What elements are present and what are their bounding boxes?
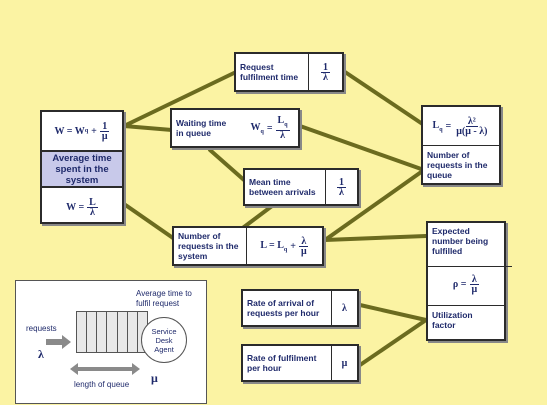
queue-slot <box>97 312 108 352</box>
connector-waiting-to-mean <box>208 148 246 182</box>
service-desk-agent: Service Desk Agent <box>141 317 187 363</box>
requests-arrow <box>46 335 71 349</box>
utilization-factor-label: Utilization factor <box>432 310 473 330</box>
w2-num: L <box>87 196 98 208</box>
connector-w-to-number <box>122 202 175 240</box>
l-sub: q <box>283 246 288 253</box>
number-in-system-label: Number of requests in the system <box>178 231 239 261</box>
fulfilment-rate-symbol: μ <box>331 346 357 380</box>
w-plus: + <box>91 125 97 137</box>
l-lhs: L = L <box>260 239 284 251</box>
w-num: 1 <box>100 120 110 132</box>
wq-lhs: W <box>250 121 261 133</box>
queue-slot <box>77 312 88 352</box>
legend-requests: requests <box>26 324 57 333</box>
mean-time-label: Mean time between arrivals <box>249 177 316 197</box>
queue-slot <box>127 312 138 352</box>
legend-queue-length: length of queue <box>74 380 130 389</box>
connector-w-to-request <box>122 70 238 128</box>
arrival-rate-symbol: λ <box>331 291 357 325</box>
wq-sub: q <box>260 128 264 135</box>
lq-num: λ² <box>465 115 478 127</box>
w-sub: q <box>84 128 89 134</box>
waiting-time-label: Waiting time in queue <box>176 118 227 138</box>
lq-eq: = <box>445 120 452 132</box>
mt-num: 1 <box>337 176 346 188</box>
wq-num-sub: q <box>284 122 288 128</box>
connector-number-to-L <box>323 168 426 242</box>
connector-request-to-L <box>343 70 426 127</box>
rho-lhs: ρ = <box>452 278 467 290</box>
legend-avg-time: Average time to fulfil request <box>136 289 192 308</box>
queue-legend: Average time to fulfil request requests … <box>15 280 207 404</box>
lq-sub: q <box>439 126 443 133</box>
connector-fulfil-to-rho <box>358 318 428 367</box>
legend-mu: μ <box>151 371 158 385</box>
connector-number-to-rho <box>323 234 428 242</box>
rho-num: λ <box>469 273 479 285</box>
w2-lhs: W = <box>66 201 85 213</box>
queue-slot <box>87 312 98 352</box>
queue-slot <box>117 312 128 352</box>
number-in-queue-label: Number of requests in the queue <box>427 150 488 180</box>
average-time-label: Average time spent in the system <box>42 150 122 188</box>
connector-waiting-to-L <box>298 124 426 172</box>
rf-den: λ <box>323 71 328 83</box>
fulfilment-rate-box: Rate of fulfilment per hour μ <box>241 344 359 382</box>
lq-den: μ(μ - λ) <box>456 125 488 137</box>
lq-lhs: L <box>432 119 440 131</box>
wq-eq: = <box>266 122 273 134</box>
expected-fulfilled-label: Expected number being fulfilled <box>428 223 512 267</box>
l-plus: + <box>290 240 296 252</box>
arrival-rate-box: Rate of arrival of requests per hour λ <box>241 289 359 327</box>
wq-den: λ <box>280 130 285 141</box>
request-fulfilment-label: Request fulfilment time <box>240 62 299 82</box>
arrival-rate-label: Rate of arrival of requests per hour <box>247 298 320 318</box>
number-in-system-box: Number of requests in the system L = Lq … <box>172 226 324 266</box>
connector-arrival-to-rho <box>358 303 428 322</box>
w-den: μ <box>101 130 108 142</box>
connector-w-to-waiting <box>122 124 174 132</box>
queue-length-arrow <box>70 363 140 375</box>
legend-lambda: λ <box>38 347 44 361</box>
legend-arrows <box>46 335 140 375</box>
rf-num: 1 <box>321 61 330 73</box>
l-den: μ <box>300 245 307 257</box>
queue-slots <box>76 311 148 353</box>
w2-den: λ <box>90 206 95 218</box>
wq-num: L <box>277 115 285 126</box>
w-lhs: W = W <box>54 125 85 137</box>
fulfilment-rate-label: Rate of fulfilment per hour <box>247 353 317 373</box>
l-num: λ <box>299 235 309 247</box>
mt-den: λ <box>339 186 344 198</box>
rho-den: μ <box>471 283 478 295</box>
queue-slot <box>107 312 118 352</box>
